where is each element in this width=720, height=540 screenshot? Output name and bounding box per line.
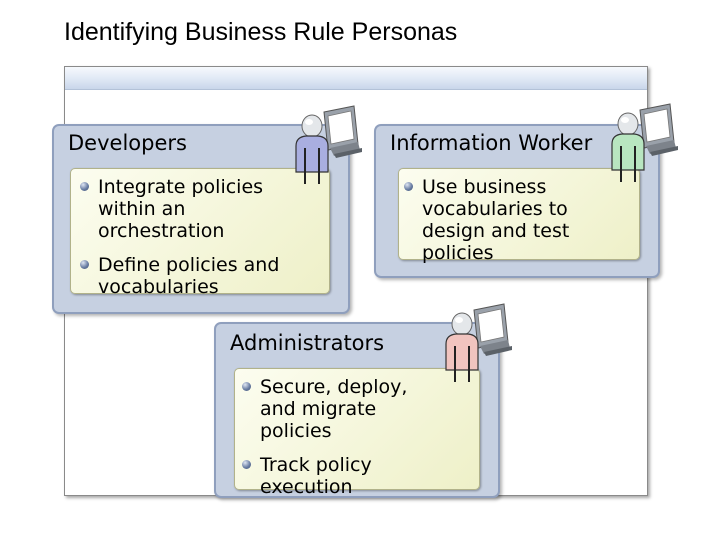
administrators-bullet-1: Secure, deploy, and migrate policies	[234, 376, 440, 442]
administrators-bullet-2-text: Track policy execution	[260, 454, 372, 498]
developers-bullet-2: Define policies and vocabularies	[72, 254, 294, 298]
bullet-icon	[242, 382, 251, 391]
information-worker-bullet-1: Use business vocabularies to design and …	[396, 176, 602, 264]
administrators-title: Administrators	[230, 331, 385, 355]
administrators-bullet-1-text: Secure, deploy, and migrate policies	[260, 376, 408, 442]
bullet-icon	[404, 182, 413, 191]
developers-bullet-1: Integrate policies within an orchestrati…	[72, 176, 294, 242]
developers-title: Developers	[68, 131, 187, 155]
information-worker-bullet-1-text: Use business vocabularies to design and …	[422, 176, 570, 264]
administrators-bullet-list: Secure, deploy, and migrate policies Tra…	[234, 376, 440, 510]
slide-title: Identifying Business Rule Personas	[64, 18, 458, 46]
frame-title-bar	[65, 67, 647, 90]
information-worker-title: Information Worker	[390, 131, 593, 155]
information-worker-bullet-list: Use business vocabularies to design and …	[396, 176, 602, 276]
developers-bullet-1-text: Integrate policies within an orchestrati…	[98, 176, 264, 242]
administrators-bullet-2: Track policy execution	[234, 454, 440, 498]
bullet-icon	[80, 182, 89, 191]
bullet-icon	[80, 260, 89, 269]
information-worker-persona-icon	[604, 102, 680, 182]
bullet-icon	[242, 460, 251, 469]
administrators-content-box	[234, 368, 480, 490]
developers-bullet-2-text: Define policies and vocabularies	[98, 254, 280, 298]
administrator-persona-icon	[438, 302, 514, 382]
developer-persona-icon	[288, 104, 364, 184]
developers-bullet-list: Integrate policies within an orchestrati…	[72, 176, 294, 310]
developers-content-box	[70, 168, 330, 294]
information-worker-content-box	[398, 168, 640, 260]
